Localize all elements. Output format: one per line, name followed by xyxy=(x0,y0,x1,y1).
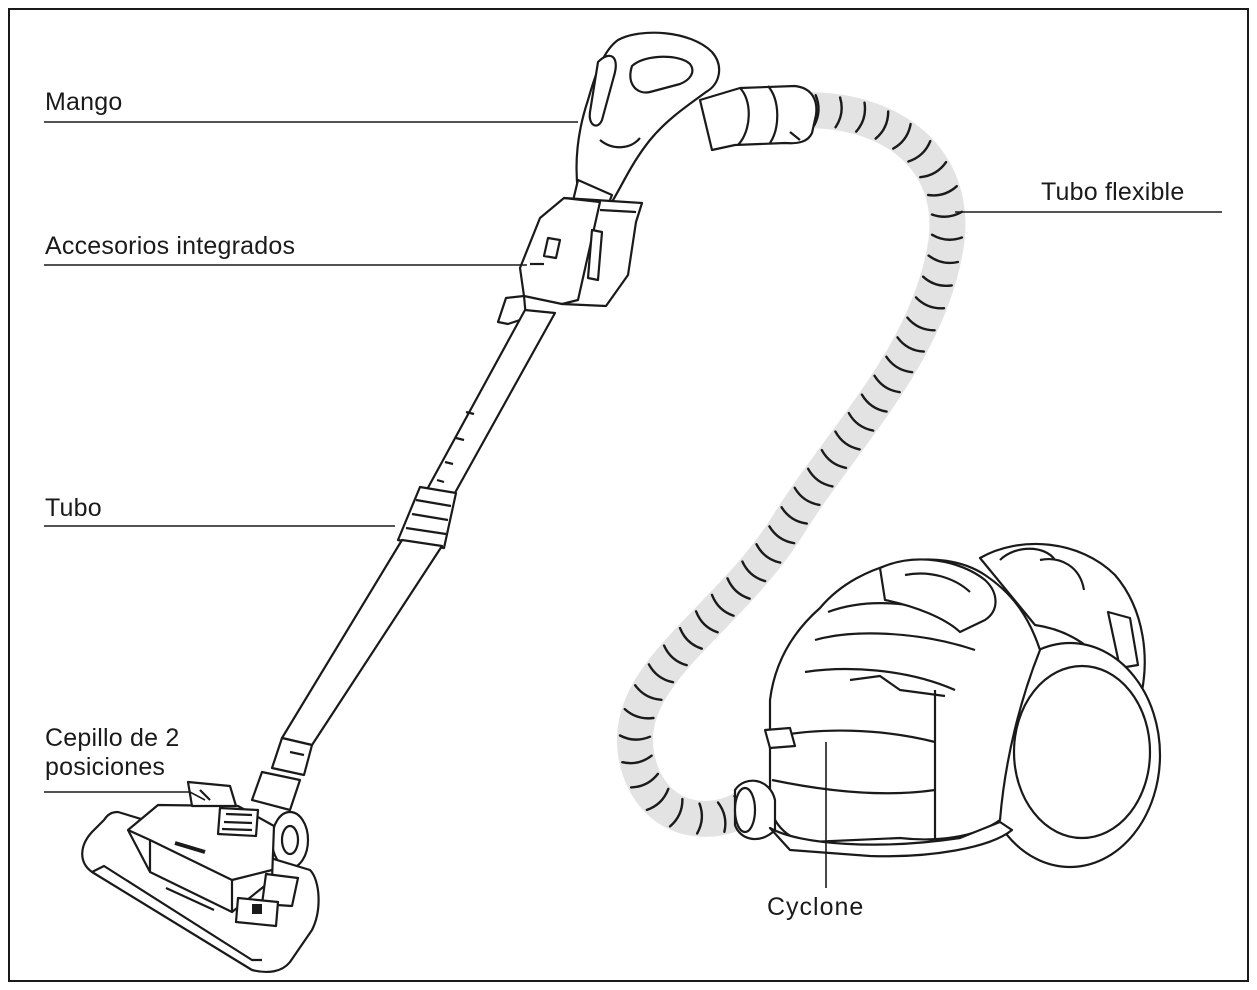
hose-rib xyxy=(726,577,751,600)
label-tube: Tubo xyxy=(45,494,102,522)
hose-rib xyxy=(694,610,719,634)
hose-rib xyxy=(780,506,808,525)
hose-rib xyxy=(768,525,796,545)
hose-rib xyxy=(834,430,861,451)
flexible-hose xyxy=(616,92,966,837)
hose-rib xyxy=(755,543,782,564)
label-handle: Mango xyxy=(45,88,123,116)
label-cyclone: Cyclone xyxy=(767,893,865,921)
leader-brush xyxy=(44,791,206,801)
hose-rib xyxy=(921,275,953,287)
hose-rib xyxy=(919,160,948,179)
label-integrated-accessories: Accesorios integrados xyxy=(45,232,296,260)
hose-rib xyxy=(847,411,875,432)
hose-rib xyxy=(716,801,727,833)
hose-rib xyxy=(874,110,890,140)
label-flexible-hose: Tubo flexible xyxy=(1041,178,1185,206)
hose-rib xyxy=(892,122,912,150)
callout-lines xyxy=(44,121,1222,888)
hose-rib xyxy=(914,296,946,310)
hose-rib xyxy=(645,787,670,812)
hose-rib xyxy=(678,626,703,650)
hose-rib xyxy=(662,644,688,667)
hose-rib xyxy=(907,139,932,163)
hose-rib xyxy=(927,254,960,265)
handle xyxy=(570,31,818,217)
hose-rib xyxy=(621,754,653,765)
hose-rib xyxy=(906,316,936,332)
hose-rib xyxy=(695,802,704,835)
hose-rib xyxy=(930,233,964,241)
telescopic-tube xyxy=(270,308,557,777)
label-brush-line1: Cepillo de 2 xyxy=(45,724,180,752)
hose-rib xyxy=(741,560,767,583)
hose-rib xyxy=(806,467,834,488)
hose-rib xyxy=(896,336,926,353)
hose-rib xyxy=(793,486,821,507)
hose-rib xyxy=(618,734,652,741)
hose-rib xyxy=(623,707,655,720)
hose-rib xyxy=(873,374,901,394)
label-brush: Cepillo de 2 posiciones xyxy=(45,724,179,782)
label-brush-line2: posiciones xyxy=(45,753,166,781)
integrated-accessories xyxy=(496,196,644,326)
hose-rib xyxy=(629,772,660,789)
hose-rib xyxy=(634,684,663,701)
hose-rib xyxy=(834,96,843,129)
hose-rib xyxy=(668,797,684,828)
canister-body xyxy=(733,542,1162,869)
hose-rib xyxy=(647,663,675,684)
diagram-frame xyxy=(8,8,1249,982)
hose-rib xyxy=(855,101,867,133)
floor-brush xyxy=(81,770,320,973)
hose-rib xyxy=(710,593,735,617)
hose-rib xyxy=(860,393,888,413)
hose-rib xyxy=(930,210,964,218)
hose-rib xyxy=(820,448,848,470)
hose-rib xyxy=(926,185,958,197)
hose-rib xyxy=(885,355,914,374)
hose-rib xyxy=(813,94,820,127)
